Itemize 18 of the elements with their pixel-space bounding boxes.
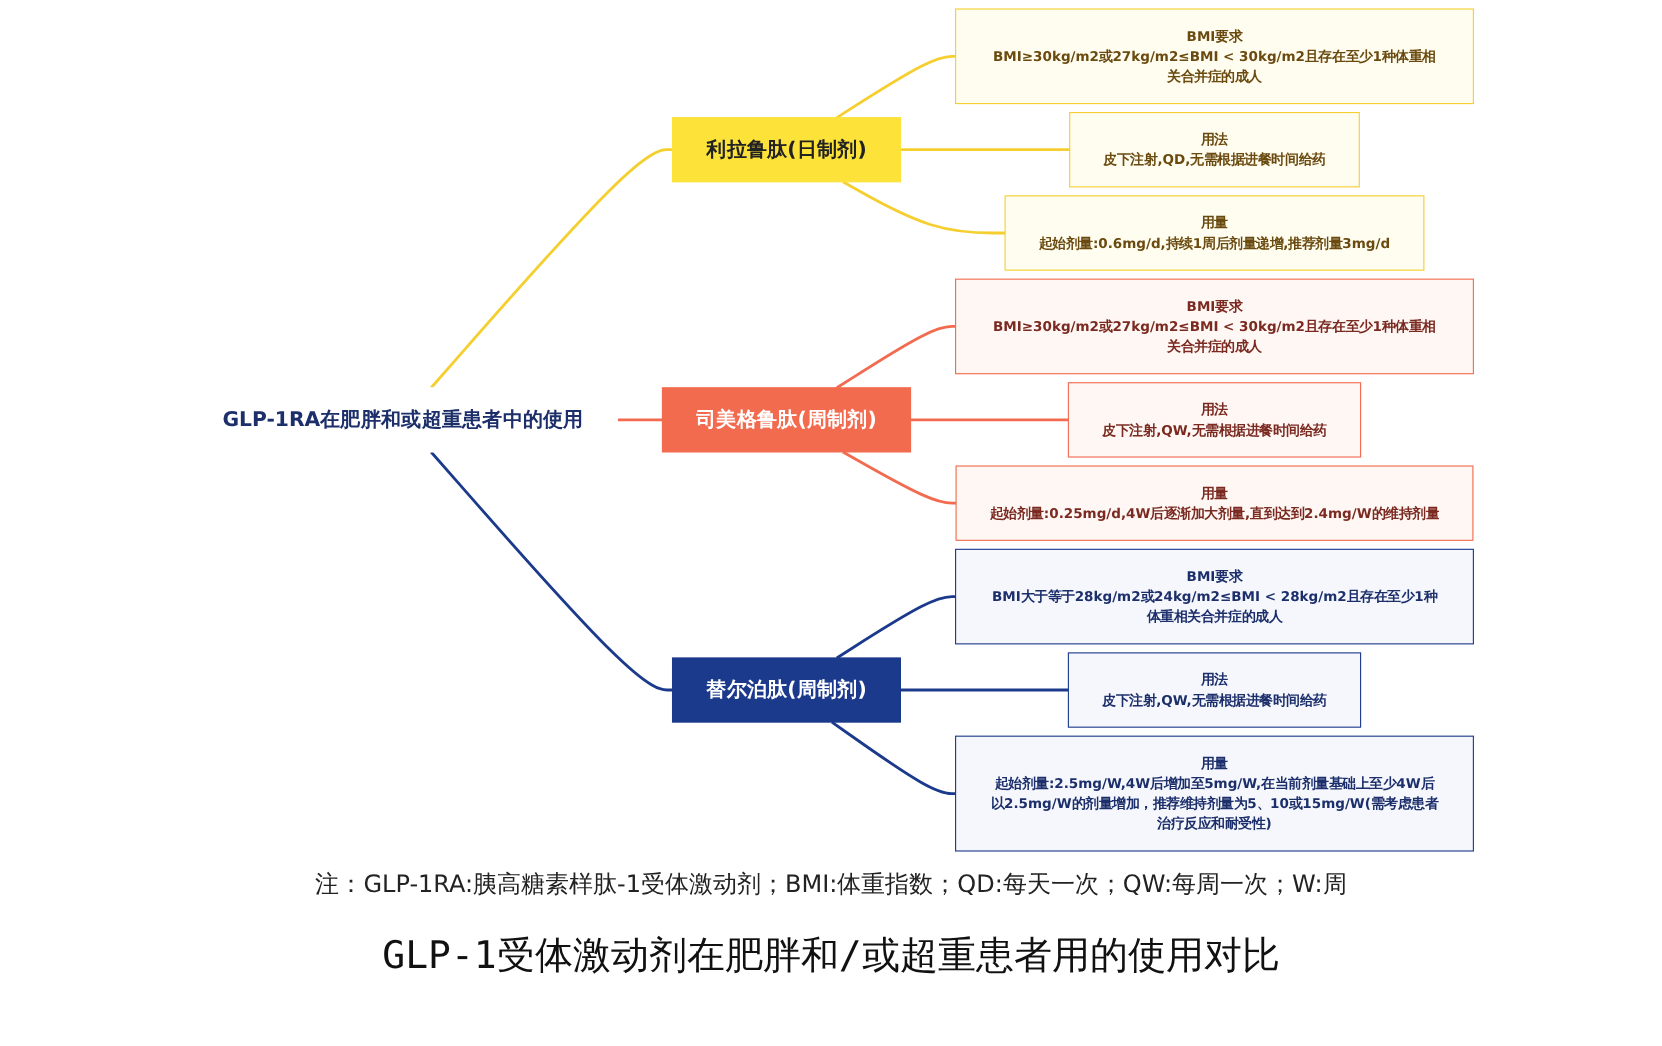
connector xyxy=(842,180,1006,235)
connector xyxy=(910,418,1069,422)
connector xyxy=(836,54,956,119)
node-box: 利拉鲁肽(日制剂) xyxy=(671,117,901,183)
connector xyxy=(836,325,956,389)
connector xyxy=(617,418,663,422)
connector xyxy=(842,450,957,505)
connector xyxy=(430,451,673,692)
connector xyxy=(430,148,673,389)
node-box: 司美格鲁肽(周制剂) xyxy=(661,387,912,453)
connector xyxy=(900,688,1069,692)
node-box: 替尔泊肽(周制剂) xyxy=(671,657,901,723)
connector xyxy=(836,595,956,660)
footnote: 注：GLP-1RA:胰高糖素样肽-1受体激动剂；BMI:体重指数；QD:每天一次；QW:每周一次；W:周 xyxy=(315,868,1347,902)
node-text: GLP-1RA在肥胖和或超重患者中的使用 xyxy=(222,408,584,432)
connector xyxy=(831,720,956,795)
connector xyxy=(900,148,1070,152)
caption: GLP-1受体激动剂在肥胖和/或超重患者用的使用对比 xyxy=(382,932,1280,982)
